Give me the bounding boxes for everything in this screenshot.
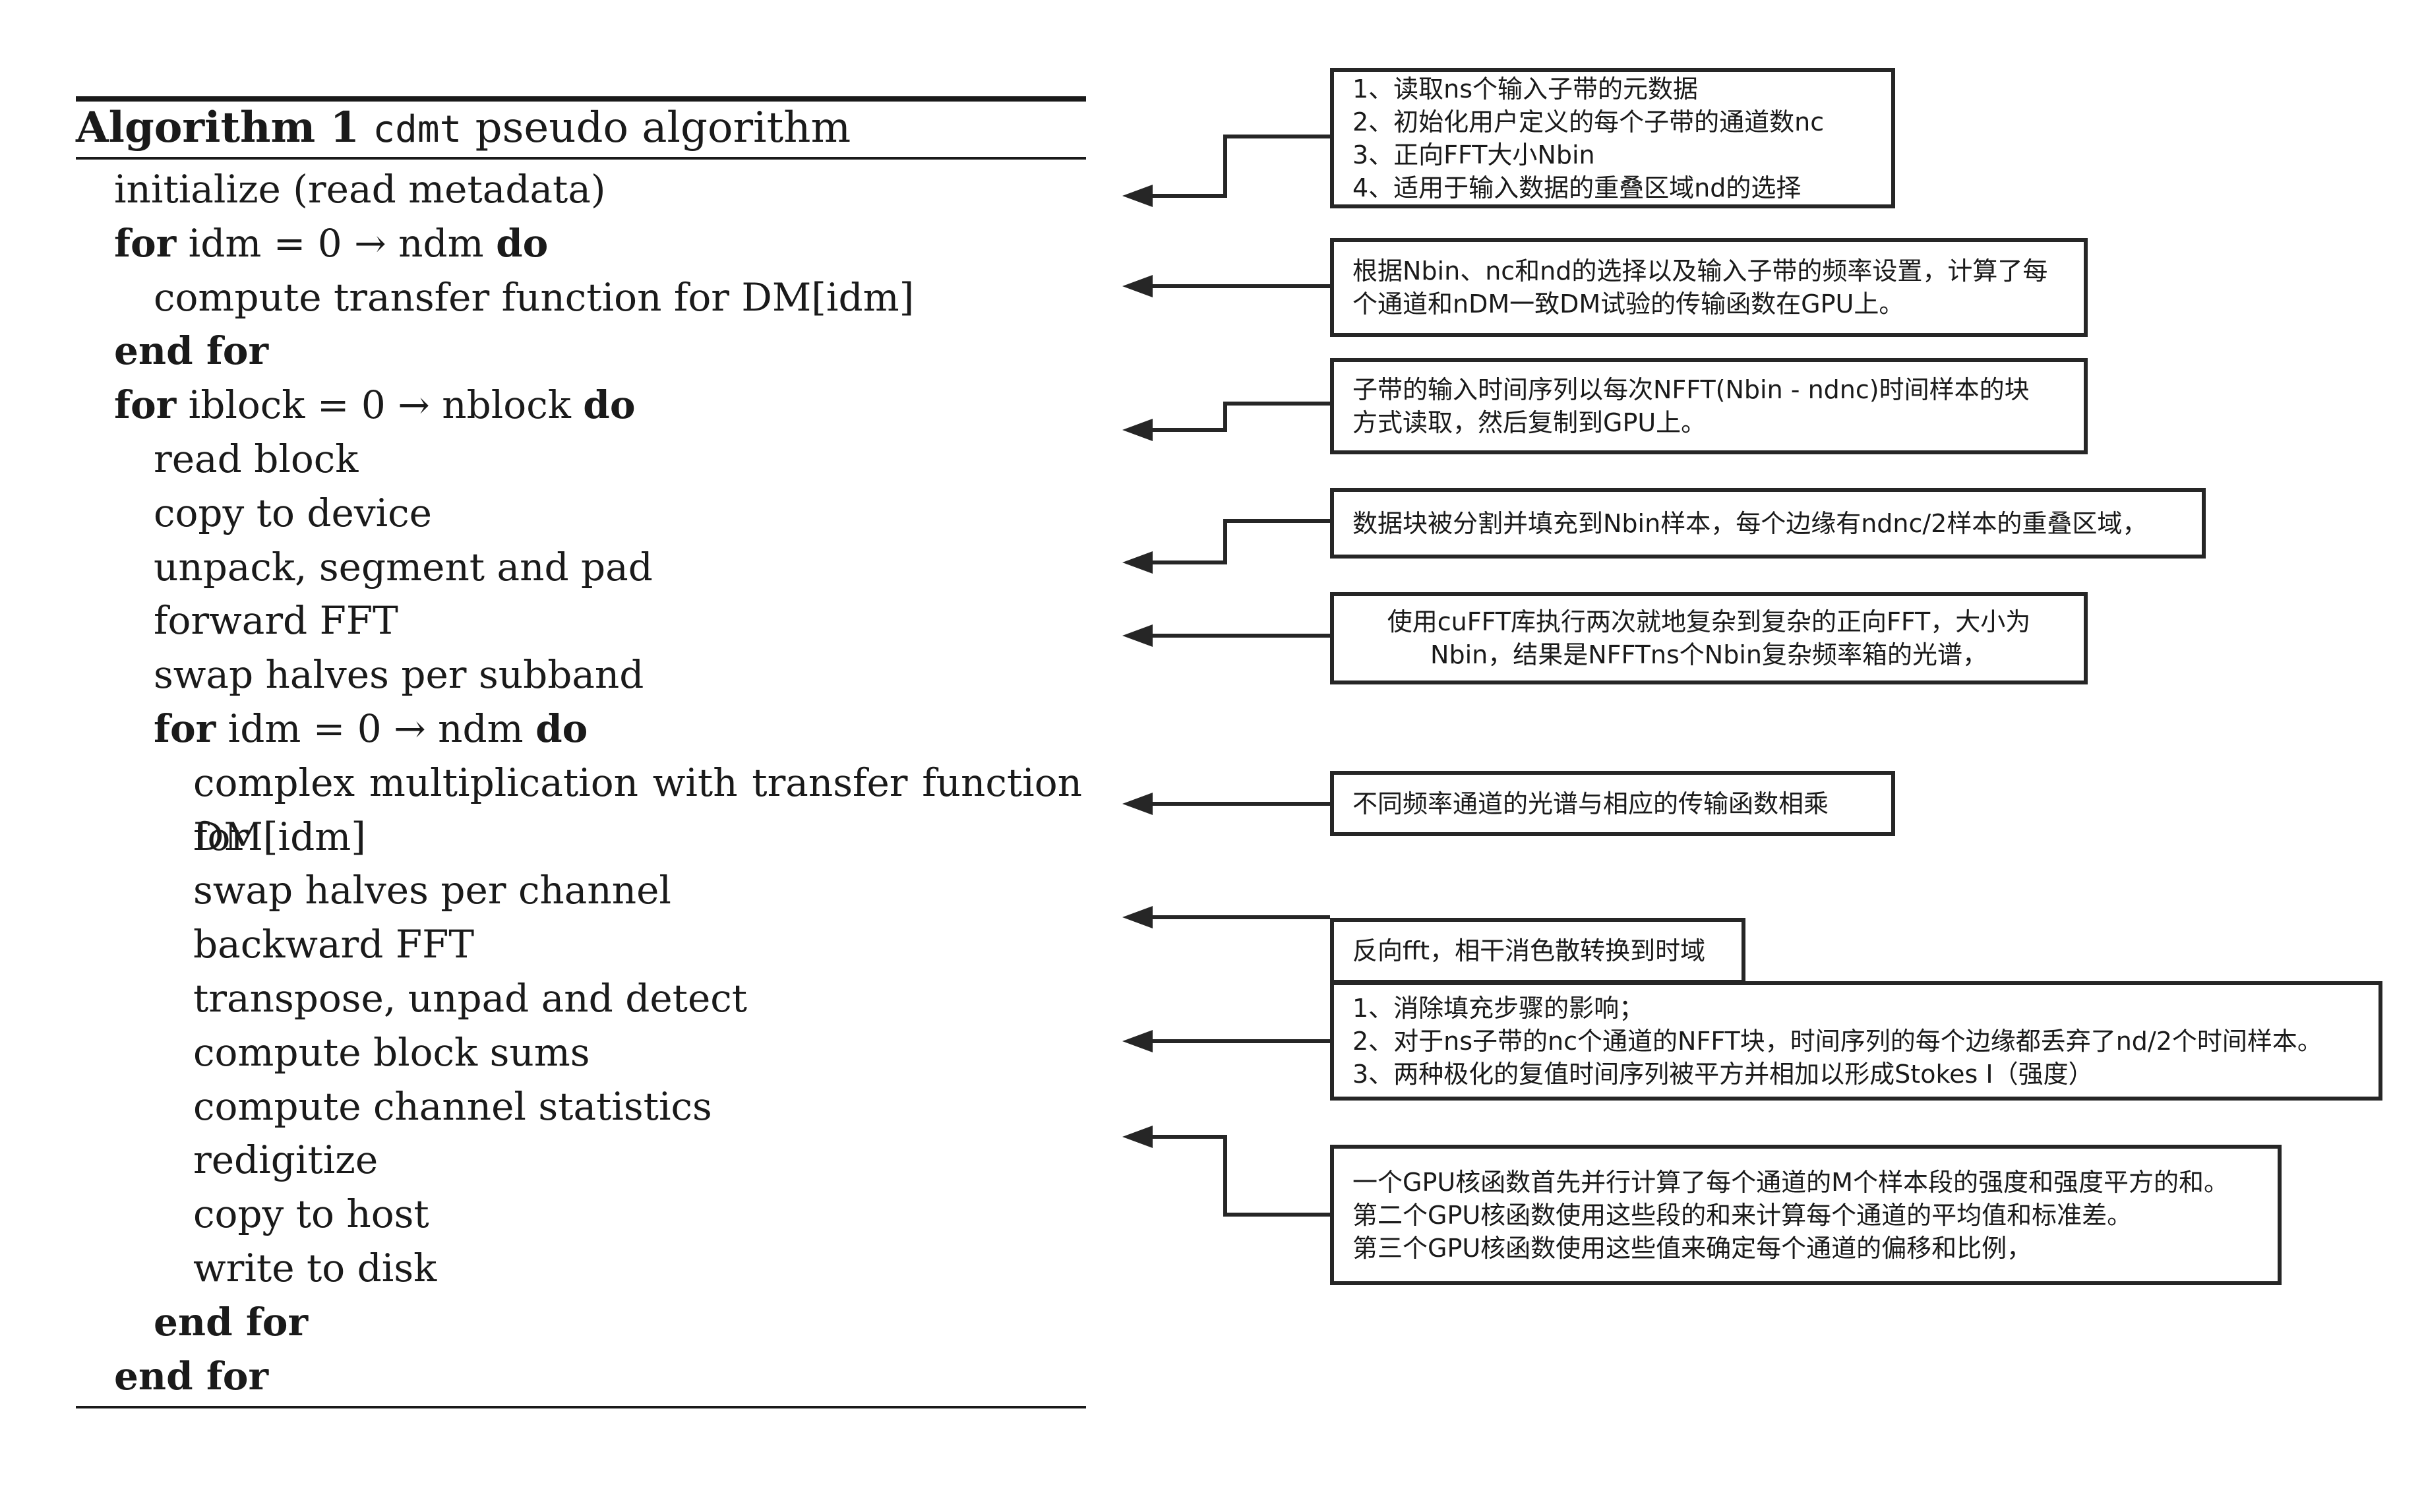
algorithm-block: Algorithm 1 cdmt pseudo algorithm initia…	[0, 0, 1108, 1512]
keyword: for	[154, 706, 216, 751]
algorithm-line: initialize (read metadata)	[114, 162, 606, 216]
algorithm-line: copy to device	[154, 486, 432, 540]
algorithm-line: end for	[114, 1349, 268, 1403]
arrowhead	[1122, 1126, 1153, 1148]
keyword: for	[114, 220, 177, 266]
algorithm-line: end for	[114, 324, 268, 378]
annotation-text: 使用cuFFT库执行两次就地复杂到复杂的正向FFT，大小为 Nbin，结果是NF…	[1387, 607, 2031, 669]
statement-text: initialize (read metadata)	[114, 167, 606, 212]
annotation-box: 根据Nbin、nc和nd的选择以及输入子带的频率设置，计算了每 个通道和nDM一…	[1330, 238, 2088, 337]
algorithm-line: redigitize	[193, 1133, 378, 1187]
connector-line	[1149, 135, 1330, 198]
keyword: end for	[114, 328, 269, 374]
algorithm-line: backward FFT	[193, 917, 474, 971]
statement-text: read block	[154, 437, 359, 481]
algorithm-line: transpose, unpad and detect	[193, 971, 747, 1025]
algorithm-line: compute channel statistics	[193, 1079, 712, 1134]
annotation-box: 子带的输入时间序列以每次NFFT(Nbin - ndnc)时间样本的块 方式读取…	[1330, 358, 2088, 454]
keyword: do	[535, 706, 588, 751]
statement-text: copy to host	[193, 1192, 429, 1237]
connector-line	[1149, 402, 1330, 432]
keyword: end for	[114, 1353, 269, 1399]
annotation-box: 1、消除填充步骤的影响； 2、对于ns子带的nc个通道的NFFT块，时间序列的每…	[1330, 981, 2382, 1101]
statement-text: DM[idm]	[193, 814, 366, 859]
annotation-box: 数据块被分割并填充到Nbin样本，每个边缘有ndnc/2样本的重叠区域，	[1330, 488, 2206, 559]
statement-text: iblock = 0 → nblock	[176, 382, 584, 428]
annotation-box: 反向fft，相干消色散转换到时域	[1330, 918, 1745, 984]
statement-text: swap halves per subband	[154, 652, 644, 698]
annotation-text: 反向fft，相干消色散转换到时域	[1352, 936, 1706, 965]
annotation-text: 一个GPU核函数首先并行计算了每个通道的M个样本段的强度和强度平方的和。 第二个…	[1352, 1167, 2229, 1263]
statement-text: forward FFT	[154, 598, 398, 644]
annotation-box: 使用cuFFT库执行两次就地复杂到复杂的正向FFT，大小为 Nbin，结果是NF…	[1330, 592, 2088, 684]
algorithm-line: for idm = 0 → ndm do	[114, 216, 548, 270]
statement-text: swap halves per channel	[193, 868, 671, 913]
arrowhead	[1122, 906, 1153, 928]
connector-line	[1149, 519, 1330, 564]
arrowhead	[1122, 551, 1153, 574]
annotation-text: 数据块被分割并填充到Nbin样本，每个边缘有ndnc/2样本的重叠区域，	[1352, 508, 2148, 538]
algorithm-line: compute block sums	[193, 1025, 590, 1079]
algorithm-line: DM[idm]	[193, 810, 366, 864]
algorithm-line: for iblock = 0 → nblock do	[114, 378, 636, 432]
arrowhead	[1122, 793, 1153, 815]
statement-text: redigitize	[193, 1137, 379, 1183]
algorithm-line: copy to host	[193, 1187, 429, 1241]
keyword: for	[114, 382, 177, 428]
statement-text: idm = 0 → ndm	[176, 220, 497, 266]
algorithm-line: compute transfer function for DM[idm]	[154, 270, 914, 324]
arrowhead	[1122, 1030, 1153, 1052]
statement-text: write to disk	[193, 1246, 437, 1290]
bottom-rule	[76, 1406, 1086, 1408]
caption-text: pseudo algorithm	[475, 104, 851, 152]
arrowhead	[1122, 419, 1153, 441]
statement-text: backward FFT	[193, 922, 475, 967]
statement-text: compute channel statistics	[193, 1083, 712, 1129]
algorithm-line: swap halves per subband	[154, 648, 644, 702]
annotation-box: 一个GPU核函数首先并行计算了每个通道的M个样本段的强度和强度平方的和。 第二个…	[1330, 1145, 2282, 1285]
annotation-text: 不同频率通道的光谱与相应的传输函数相乘	[1352, 789, 1829, 818]
algorithm-line: unpack, segment and pad	[154, 540, 653, 594]
algorithm-line: for idm = 0 → ndm do	[154, 702, 588, 756]
annotation-box: 不同频率通道的光谱与相应的传输函数相乘	[1330, 771, 1895, 836]
algorithm-line: forward FFT	[154, 593, 398, 648]
keyword: do	[496, 220, 549, 266]
caption-label: Algorithm 1	[76, 103, 360, 152]
statement-text: compute transfer function for DM[idm]	[154, 274, 915, 320]
statement-text: unpack, segment and pad	[154, 544, 653, 590]
keyword: do	[583, 382, 636, 428]
algorithm-line: end for	[154, 1295, 308, 1349]
statement-text: transpose, unpad and detect	[193, 976, 748, 1021]
arrowhead	[1122, 185, 1153, 207]
annotation-text: 1、读取ns个输入子带的元数据 2、初始化用户定义的每个子带的通道数nc 3、正…	[1352, 74, 1825, 202]
annotation-text: 根据Nbin、nc和nd的选择以及输入子带的频率设置，计算了每 个通道和nDM一…	[1352, 257, 2048, 318]
algorithm-line: write to disk	[193, 1241, 437, 1295]
algorithm-line: read block	[154, 432, 358, 486]
annotation-text: 子带的输入时间序列以每次NFFT(Nbin - ndnc)时间样本的块 方式读取…	[1352, 375, 2030, 437]
annotation-box: 1、读取ns个输入子带的元数据 2、初始化用户定义的每个子带的通道数nc 3、正…	[1330, 68, 1895, 208]
statement-text: complex multiplication with transfer fun…	[193, 760, 1082, 859]
keyword: end for	[154, 1299, 309, 1345]
algorithm-caption: Algorithm 1 cdmt pseudo algorithm	[76, 102, 851, 154]
annotation-text: 1、消除填充步骤的影响； 2、对于ns子带的nc个通道的NFFT块，时间序列的每…	[1352, 993, 2322, 1089]
arrowhead	[1122, 275, 1153, 297]
algorithm-line: complex multiplication with transfer fun…	[193, 756, 1082, 859]
statement-text: idm = 0 → ndm	[216, 706, 536, 751]
caption-rule	[76, 157, 1086, 160]
connector-line	[1149, 1135, 1330, 1217]
algorithm-line: swap halves per channel	[193, 863, 671, 917]
statement-text: compute block sums	[193, 1029, 590, 1075]
statement-text: copy to device	[154, 490, 432, 535]
top-rule	[76, 96, 1086, 102]
caption-code: cdmt	[373, 108, 462, 151]
arrowhead	[1122, 624, 1153, 647]
